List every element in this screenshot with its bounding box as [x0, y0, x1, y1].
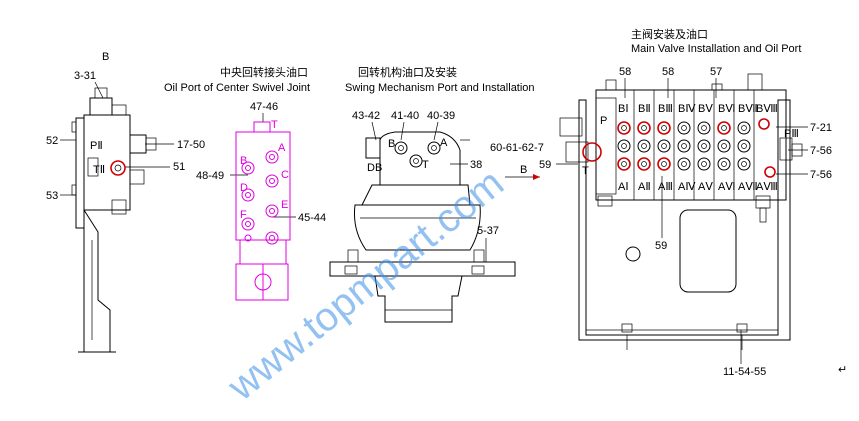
label-60-61-62-7: 60-61-62-7: [490, 142, 544, 154]
port-b5-label: BⅤ: [698, 103, 713, 115]
port-a-label-swing: A: [440, 137, 448, 149]
port-a8-label: AⅧ: [756, 181, 778, 193]
port-db-label: DB: [367, 162, 382, 174]
label-7-21: 7-21: [810, 122, 832, 134]
swivel-drawing: [230, 113, 296, 301]
port-a1-label: AⅠ: [618, 181, 629, 193]
label-57: 57: [710, 66, 722, 78]
label-3-31: 3-31: [74, 70, 96, 82]
port-b8-label: BⅧ: [756, 103, 778, 115]
port-t-label: T: [271, 119, 278, 131]
port-b4-label: BⅣ: [678, 103, 696, 115]
port-f-label: F: [240, 209, 247, 221]
label-58-a: 58: [619, 66, 631, 78]
port-b2-label: BⅡ: [638, 103, 651, 115]
label-t-ii: TⅡ: [93, 164, 105, 176]
label-48-49: 48-49: [196, 170, 224, 182]
label-58-b: 58: [662, 66, 674, 78]
arrow-b-label: B: [520, 164, 527, 176]
label-5-37: 5-37: [477, 225, 499, 237]
label-41-40: 41-40: [391, 110, 419, 122]
left-view: B 3-31 52 PⅡ 17-50 TⅡ 51 53: [46, 51, 205, 353]
label-59-a: 59: [539, 159, 551, 171]
port-b3-label: BⅢ: [658, 103, 673, 115]
port-b-label-swing: B: [388, 138, 395, 150]
swing-title-cn: 回转机构油口及安装: [358, 65, 457, 79]
return-mark: ↵: [838, 364, 847, 376]
port-b7-label: BⅦ: [738, 103, 758, 115]
swing-title-en: Swing Mechanism Port and Installation: [345, 82, 535, 94]
label-17-50: 17-50: [177, 139, 205, 151]
port-a5-label: AⅤ: [698, 181, 713, 193]
port-p-main: P: [600, 115, 607, 127]
port-a-label: A: [278, 142, 286, 154]
label-40-39: 40-39: [427, 110, 455, 122]
port-b1-label: BⅠ: [618, 103, 629, 115]
main-valve-title-en: Main Valve Installation and Oil Port: [631, 43, 801, 55]
port-b-label: B: [240, 155, 247, 167]
main-valve-drawing: [505, 73, 808, 364]
port-c-label: C: [281, 169, 289, 181]
port-a4-label: AⅣ: [678, 181, 696, 193]
valve-ports-top: BⅠ BⅡ BⅢ BⅣ BⅤ BⅥ BⅦ BⅧ: [618, 103, 778, 115]
swivel-title-cn: 中央回转接头油口: [220, 65, 308, 79]
port-a2-label: AⅡ: [638, 181, 651, 193]
label-53: 53: [46, 190, 58, 202]
port-a3-label: AⅢ: [658, 181, 673, 193]
label-7-56-a: 7-56: [810, 145, 832, 157]
main-valve: 主阀安装及油口 Main Valve Installation and Oil …: [490, 27, 847, 378]
swing-drawing: [329, 121, 516, 323]
label-51: 51: [173, 161, 185, 173]
port-p-iii: PⅢ: [784, 128, 799, 140]
port-e-label: E: [281, 199, 288, 211]
left-view-drawing: [60, 81, 174, 353]
port-t-label-swing: T: [422, 159, 429, 171]
swivel-joint: 中央回转接头油口 Oil Port of Center Swivel Joint…: [164, 65, 326, 301]
main-valve-title-cn: 主阀安装及油口: [631, 27, 708, 41]
label-45-44: 45-44: [298, 212, 326, 224]
label-p-ii: PⅡ: [90, 140, 103, 152]
label-11-54-55: 11-54-55: [723, 366, 766, 378]
port-a6-label: AⅥ: [718, 181, 735, 193]
label-7-56-b: 7-56: [810, 169, 832, 181]
port-a7-label: AⅦ: [738, 181, 758, 193]
label-59-b: 59: [655, 240, 667, 252]
swivel-title-en: Oil Port of Center Swivel Joint: [164, 82, 310, 94]
port-b6-label: BⅥ: [718, 103, 735, 115]
port-d-label: D: [240, 182, 248, 194]
swing-mechanism: 回转机构油口及安装 Swing Mechanism Port and Insta…: [329, 65, 535, 323]
label-52: 52: [46, 135, 58, 147]
left-view-title: B: [102, 51, 109, 63]
label-43-42: 43-42: [352, 110, 380, 122]
label-38: 38: [470, 159, 482, 171]
label-47-46: 47-46: [250, 101, 278, 113]
